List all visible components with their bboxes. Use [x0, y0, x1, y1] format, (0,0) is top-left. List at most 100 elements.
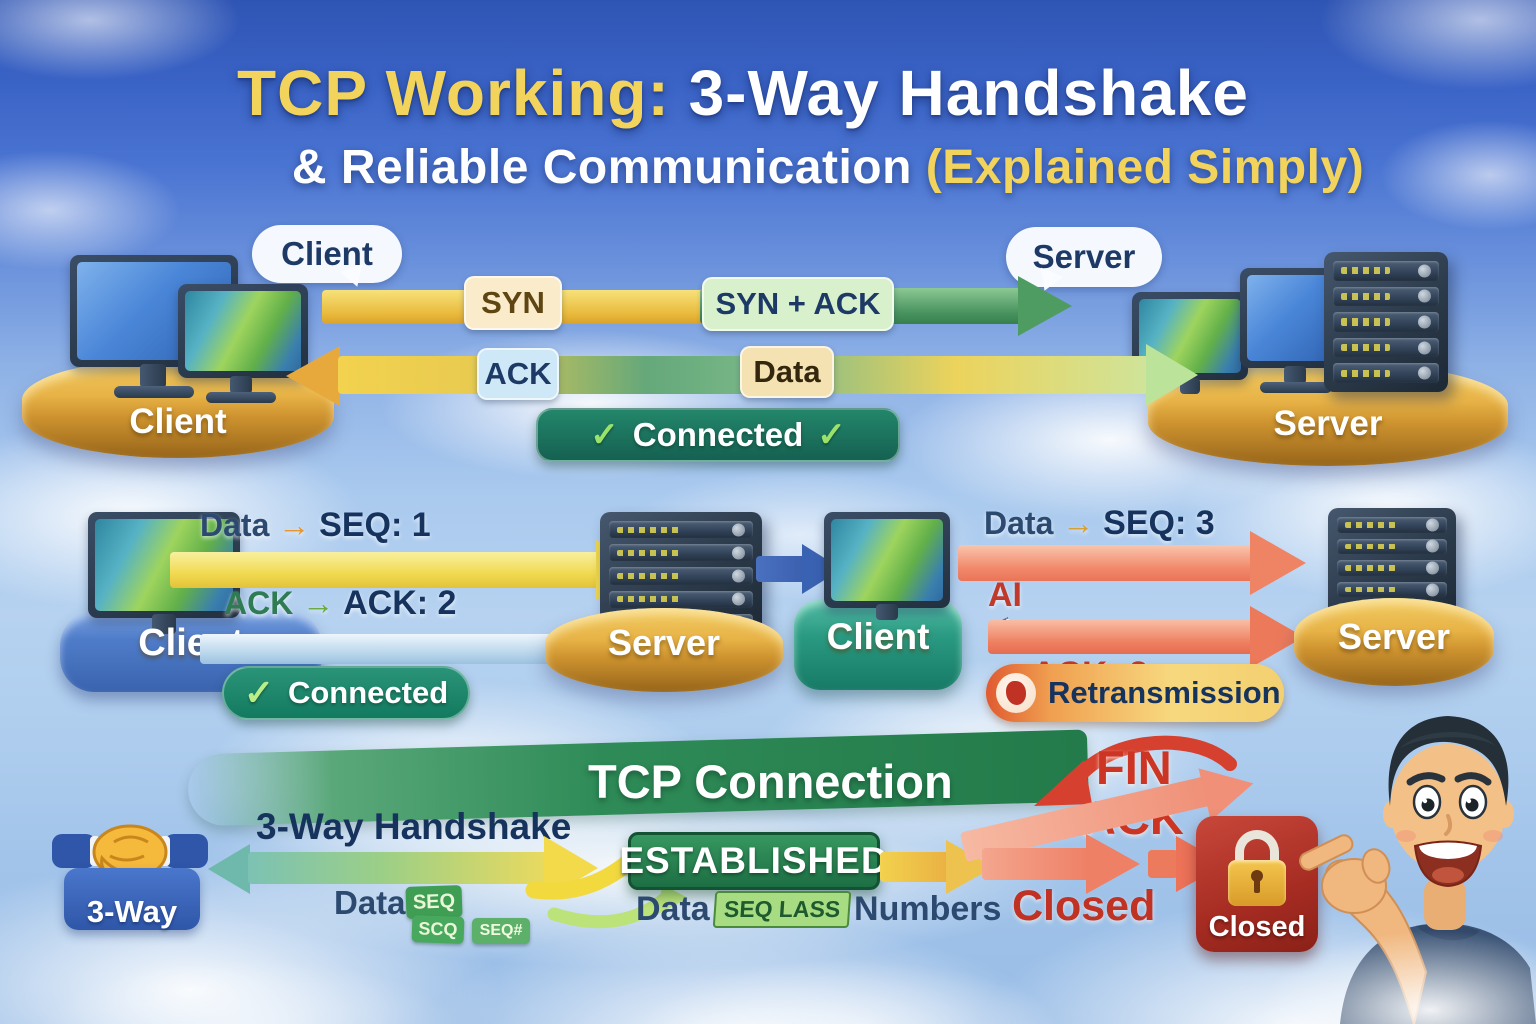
synack-text: SYN + ACK [715, 286, 881, 321]
seq-tag: SEQ# [472, 918, 530, 944]
ack-ack2-line: ACK → ACK: 2 [224, 584, 456, 623]
rack-bay [1337, 517, 1447, 533]
mid-server-platform [545, 608, 783, 692]
seq-tag: SCQ [411, 915, 465, 944]
data-numbers-suffix: Numbers [854, 890, 1002, 928]
ack-arrowhead-left [286, 346, 340, 406]
retx-arrowhead1 [1250, 531, 1306, 595]
title-accent: TCP Working: [237, 57, 670, 129]
rack-bay [609, 590, 753, 608]
ack-text: ACK [484, 356, 552, 391]
client-bubble-text: Client [281, 235, 373, 272]
seq-tag: SEQ [405, 885, 463, 919]
tcp-banner-text: TCP Connection [588, 755, 953, 808]
monitor-stand [152, 614, 176, 634]
client-screen-landscape [185, 291, 301, 371]
mid-connected-badge: ✓ Connected [222, 666, 470, 720]
data-label: Data [740, 346, 834, 398]
rack-bay [1333, 312, 1439, 332]
monitor-base [206, 392, 276, 403]
rack-bay [1333, 286, 1439, 307]
seq1-value: SEQ: 1 [319, 506, 431, 544]
rack-bay [609, 567, 753, 585]
padlock-shackle [1235, 830, 1279, 868]
seq-numbers-tag: SEQ LASS [712, 891, 852, 928]
rack-bay [1337, 560, 1447, 576]
rack-bay [1333, 337, 1439, 358]
page-subtitle: & Reliable Communication (Explained Simp… [120, 140, 1536, 195]
server-rack [1324, 252, 1448, 392]
connected-badge: ✓ Connected ✓ [536, 408, 900, 462]
threeway-badge-text: 3-Way [86, 894, 178, 929]
lost-ack-word: AI [988, 576, 1022, 614]
rack-bay [1333, 261, 1439, 281]
established-box: ESTABLISHED [619, 832, 888, 890]
ack-arrow-shaft [200, 634, 600, 664]
threeway-title: 3-Way Handshake [256, 806, 572, 847]
server-bubble-text: Server [1032, 238, 1136, 275]
closed-badge: Closed [1196, 816, 1318, 952]
ack-label: ACK [477, 348, 559, 400]
rack-bay [1337, 538, 1447, 555]
cloud [640, 960, 1060, 1024]
monitor-base [1260, 382, 1332, 393]
presenter-character [1299, 716, 1536, 1024]
est-out-shaft [880, 852, 950, 882]
close-arrowhead1 [1086, 834, 1140, 894]
alert-icon [996, 673, 1036, 713]
threeway-badge: 3-Way [64, 868, 200, 930]
ack2-value: ACK: 2 [343, 584, 457, 622]
retx-client-monitor [824, 512, 950, 608]
data-word: Data [984, 505, 1054, 541]
data-text: Data [753, 354, 821, 389]
retx-client-label: Client [826, 616, 930, 657]
mid-server-label: Server [607, 622, 721, 663]
data-word: Data [200, 507, 270, 543]
close-shaft1 [982, 848, 1090, 880]
page-title: TCP Working: 3-Way Handshake [0, 56, 1486, 130]
band-shaft [248, 852, 548, 884]
retx-server-platform [1294, 598, 1494, 686]
client-speech-bubble: Client [252, 225, 402, 283]
data-numbers-line: Data SEQ LASS Numbers [636, 890, 1001, 929]
cloud [40, 960, 460, 1024]
band-arrowhead-left [208, 844, 250, 894]
monitor-stand [876, 604, 898, 620]
syn-label: SYN [464, 276, 562, 330]
alert-glyph [1006, 681, 1026, 705]
closed-label: Closed [1012, 882, 1156, 930]
retx-server-label: Server [1337, 616, 1451, 657]
data-seq1-line: Data → SEQ: 1 [200, 506, 431, 545]
monitor-base [114, 386, 194, 398]
ack-word: ACK [224, 585, 294, 621]
monitor-stand [230, 376, 252, 394]
arrow-icon: → [278, 507, 311, 543]
close-shaft2 [1148, 850, 1178, 878]
retx-arrow1-shaft [958, 545, 1254, 581]
subtitle-accent: (Explained Simply) [925, 141, 1365, 194]
synack-label: SYN + ACK [702, 277, 894, 331]
syn-text: SYN [481, 285, 545, 320]
monitor-stand [1284, 366, 1306, 384]
arrow-icon: → [1062, 505, 1095, 541]
seq3-value: SEQ: 3 [1103, 504, 1215, 542]
server-platform-label: Server [1273, 404, 1383, 443]
synack-arrowhead [1018, 276, 1072, 336]
rack-bay [1333, 363, 1439, 383]
data-numbers-prefix: Data [636, 890, 710, 928]
client-platform-label: Client [129, 402, 227, 441]
padlock-keyhole-stem [1254, 879, 1260, 893]
padlock-body [1228, 860, 1286, 906]
mid-connected-text: Connected [287, 675, 449, 710]
check-icon: ✓ [590, 416, 619, 454]
established-text: ESTABLISHED [619, 840, 889, 881]
data-word: Data [334, 884, 406, 921]
retransmission-text: Retransmission [1048, 675, 1281, 710]
pointing-hand [1299, 834, 1391, 914]
fin-ack-loop-arrow [1034, 735, 1237, 806]
rack-bay [609, 544, 753, 562]
connector-shaft [756, 556, 806, 582]
retx-arrow2-shaft [988, 620, 1254, 654]
data-arrowhead-right [1146, 344, 1198, 406]
